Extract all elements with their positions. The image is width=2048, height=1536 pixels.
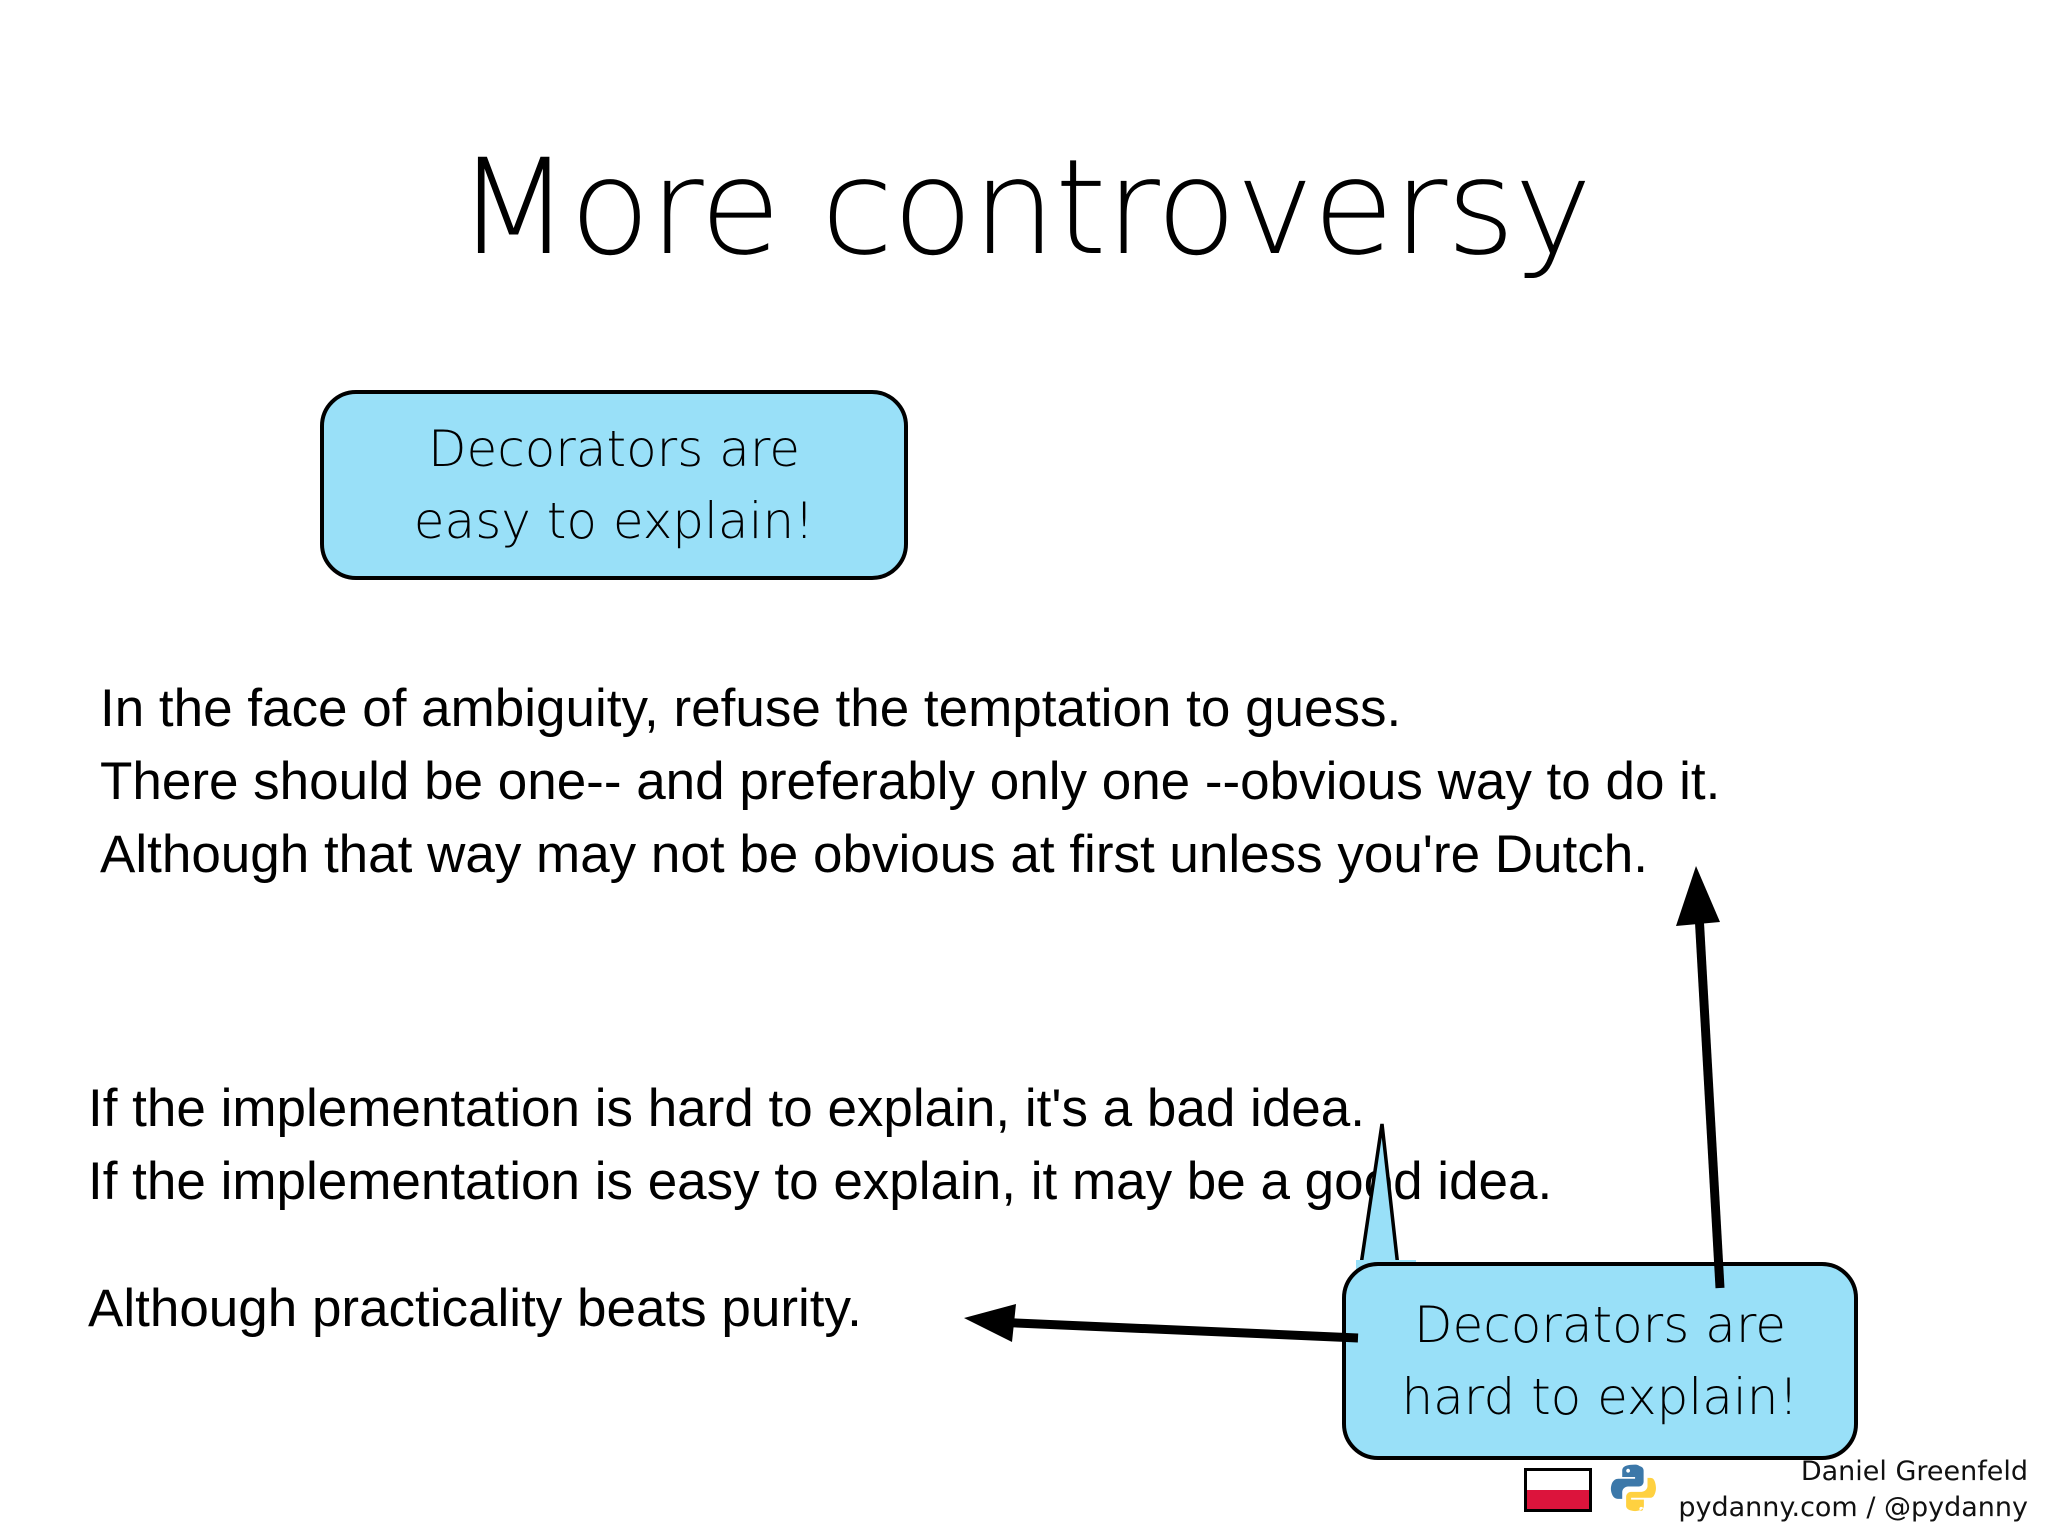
footer: Daniel Greenfeld pydanny.com / @pydanny [1524,1454,2028,1526]
arrow-left-icon [964,1304,1359,1343]
arrow-up-icon [1676,866,1725,1289]
zen-line-ambiguity: In the face of ambiguity, refuse the tem… [100,679,1402,738]
zen-line-purity: Although practicality beats purity. [88,1279,862,1338]
poland-flag-icon [1524,1468,1593,1512]
callout-easy-line-1: Decorators are [427,420,801,478]
callout-decorators-hard[interactable]: Decorators are hard to explain! [1342,1262,1858,1460]
footer-handle[interactable]: pydanny.com / @pydanny [1678,1492,2028,1523]
zen-line-hard-to-explain: If the implementation is hard to explain… [88,1079,1365,1138]
python-logo-icon [1611,1464,1657,1512]
zen-text-block-1: In the face of ambiguity, refuse the tem… [100,672,1720,891]
footer-author: Daniel Greenfeld [1800,1456,2028,1487]
callout-hard-line-2: hard to explain! [1401,1368,1799,1426]
zen-text-block-2: If the implementation is hard to explain… [88,1072,1552,1218]
page-title: More controversy [456,131,1593,285]
footer-credit: Daniel Greenfeld pydanny.com / @pydanny [1678,1454,2028,1526]
callout-decorators-easy[interactable]: Decorators are easy to explain! [320,390,908,580]
zen-line-dutch: Although that way may not be obvious at … [100,825,1648,884]
zen-line-one-obvious-way: There should be one-- and preferably onl… [100,752,1721,811]
callout-easy-line-2: easy to explain! [413,492,815,550]
zen-line-easy-to-explain: If the implementation is easy to explain… [88,1152,1553,1211]
callout-hard-line-1: Decorators are [1413,1296,1787,1354]
flag-stripe-white [1527,1471,1590,1490]
flag-stripe-red [1527,1490,1590,1509]
zen-text-block-3: Although practicality beats purity. [88,1272,862,1345]
